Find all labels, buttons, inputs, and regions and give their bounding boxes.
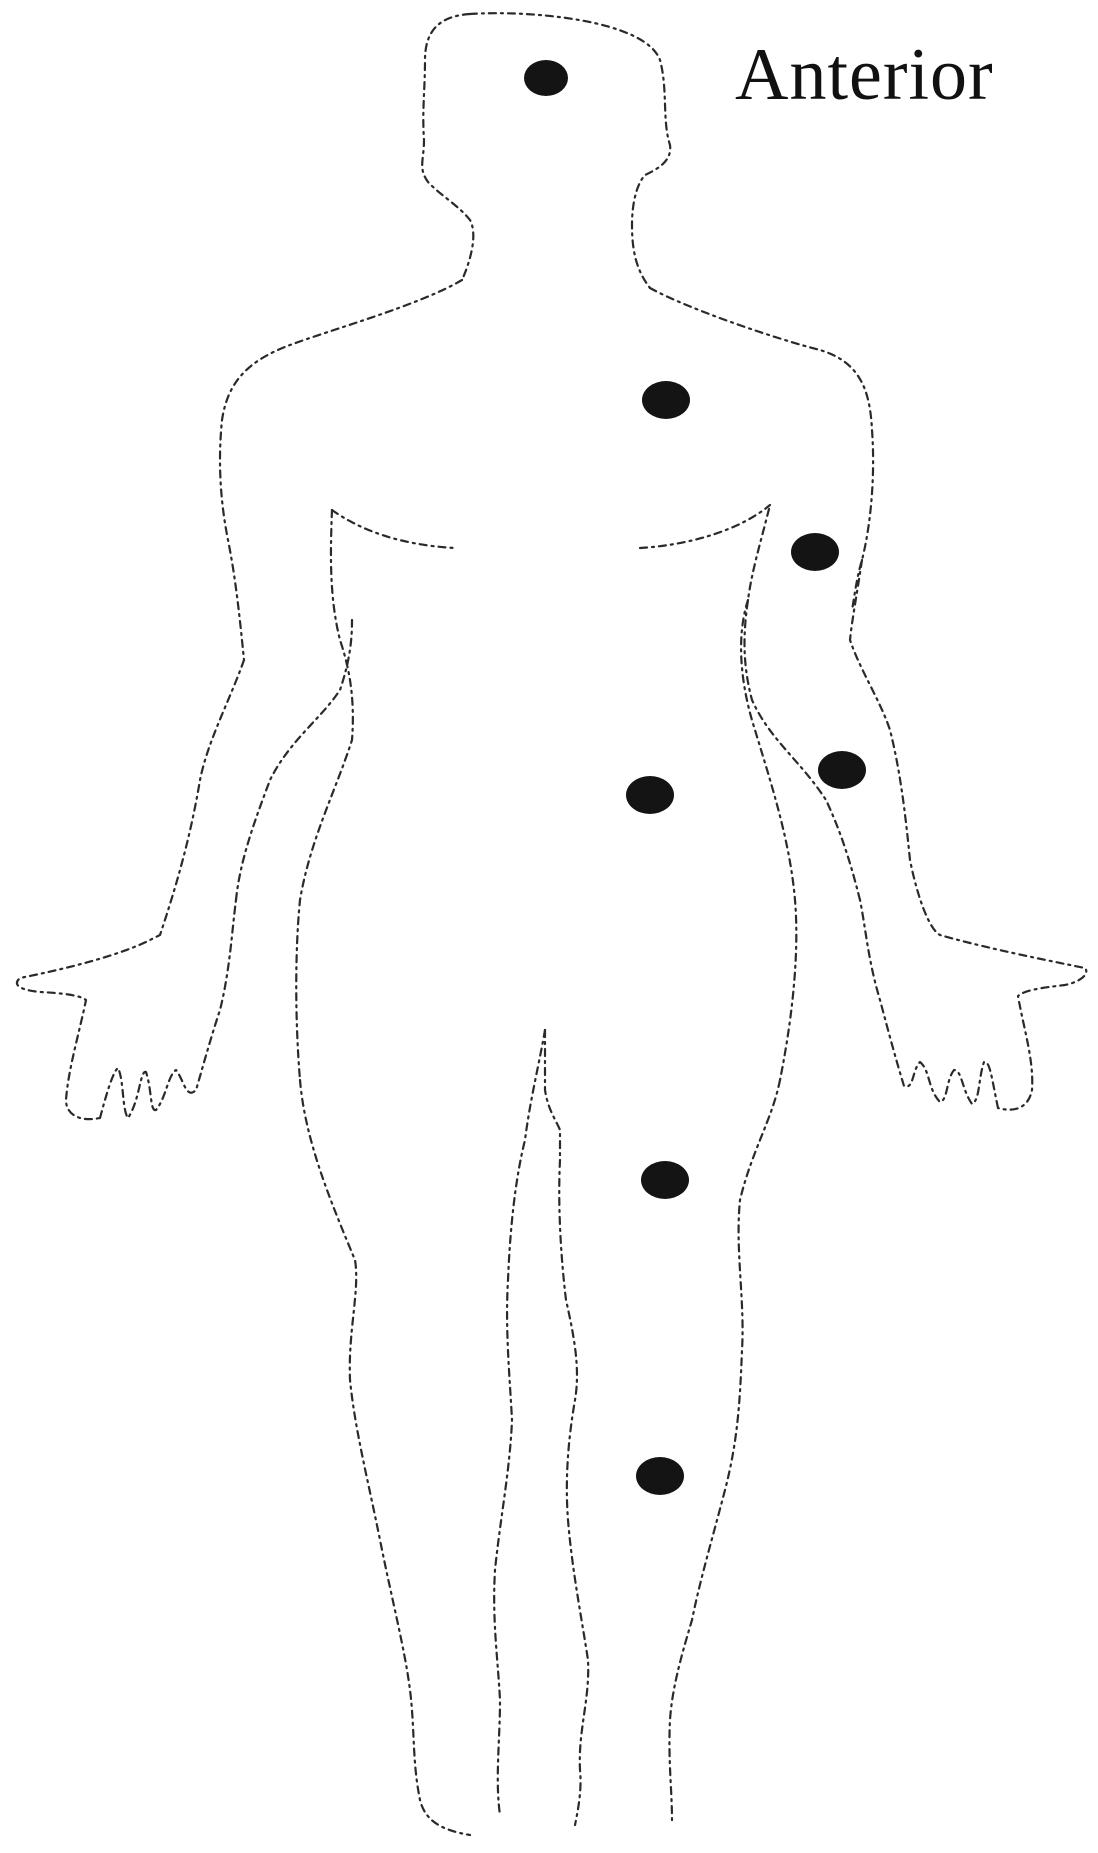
- marker-upper-arm: [791, 533, 839, 571]
- marker-chest: [642, 381, 690, 419]
- marker-abdomen: [626, 776, 674, 814]
- marker-thigh: [641, 1161, 689, 1199]
- marker-forearm: [818, 751, 866, 789]
- marker-lower-leg: [636, 1457, 684, 1495]
- view-label: Anterior: [735, 38, 994, 112]
- marker-head: [524, 60, 568, 96]
